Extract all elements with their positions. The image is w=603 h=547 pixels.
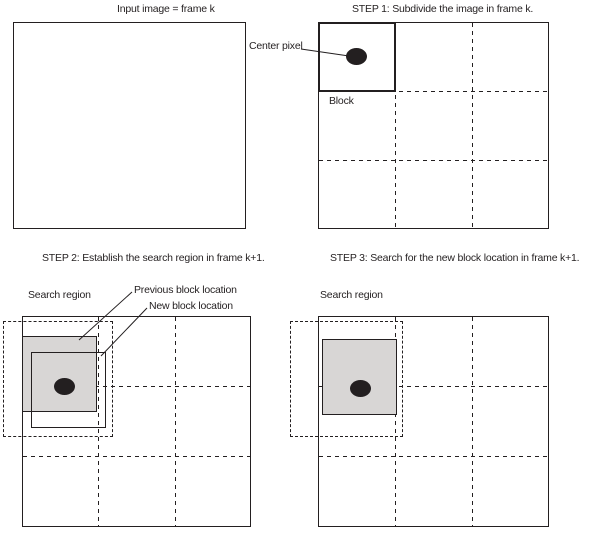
grid-line-horizontal (23, 386, 250, 387)
new-block-label: New block location (149, 300, 233, 312)
step3-image-frame (318, 316, 549, 527)
center-pixel-label: Center pixel (249, 40, 303, 52)
step3-search-region-label: Search region (320, 289, 383, 301)
grid-line-vertical (175, 317, 176, 526)
step2-previous-block (22, 336, 97, 412)
input-image-frame (13, 22, 246, 229)
grid-line-horizontal (319, 456, 548, 457)
grid-line-vertical (472, 23, 473, 228)
grid-line-vertical (395, 317, 396, 526)
step2-search-region (3, 321, 113, 437)
grid-line-horizontal (319, 386, 548, 387)
block-label: Block (329, 95, 354, 107)
grid-line-vertical (395, 23, 396, 228)
step2-search-region-label: Search region (28, 289, 91, 301)
input-panel-title: Input image = frame k (117, 3, 215, 15)
step2-new-block (31, 352, 106, 428)
step3-search-region (290, 321, 403, 437)
step1-center-pixel-dot (346, 48, 367, 65)
grid-line-horizontal (319, 160, 548, 161)
previous-block-label: Previous block location (134, 284, 237, 296)
step3-panel-title: STEP 3: Search for the new block locatio… (330, 252, 580, 264)
grid-line-vertical (472, 317, 473, 526)
step1-panel-title: STEP 1: Subdivide the image in frame k. (352, 3, 534, 15)
step2-center-pixel-dot (54, 378, 75, 395)
step2-panel-title: STEP 2: Establish the search region in f… (42, 252, 265, 264)
grid-line-horizontal (23, 456, 250, 457)
step1-image-frame (318, 22, 549, 229)
step3-center-pixel-dot (350, 380, 371, 397)
grid-line-horizontal (319, 91, 548, 92)
step3-new-block (322, 339, 397, 415)
grid-line-vertical (98, 317, 99, 526)
